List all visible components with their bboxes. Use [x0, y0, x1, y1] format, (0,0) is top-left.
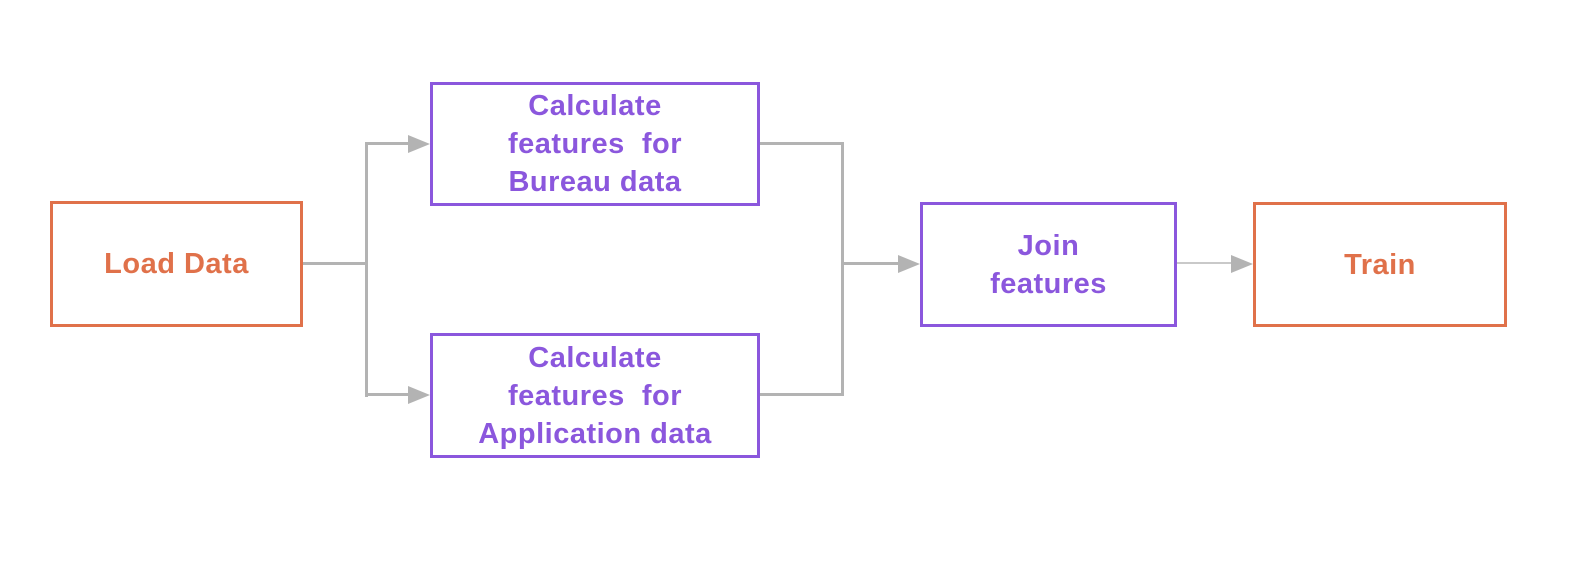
node-calculate-features-bureau-label: Calculate features for Bureau data [507, 90, 683, 198]
connector-to-join [841, 262, 901, 265]
arrowhead-icon [408, 135, 430, 153]
node-join-features: Join features [920, 202, 1177, 327]
connector-merge-vertical [841, 142, 844, 396]
arrowhead-icon [408, 386, 430, 404]
node-calculate-features-application: Calculate features for Application data [430, 333, 760, 458]
connector-application-stub [759, 393, 844, 396]
node-calculate-features-bureau: Calculate features for Bureau data [430, 82, 760, 206]
node-load-data: Load Data [50, 201, 303, 327]
connector-to-train [1175, 262, 1235, 264]
connector-load-data-stub [302, 262, 368, 265]
node-calculate-features-application-label: Calculate features for Application data [478, 341, 712, 450]
node-train-label: Train [1344, 248, 1416, 281]
arrowhead-icon [898, 255, 920, 273]
arrowhead-icon [1231, 255, 1253, 273]
connector-bureau-stub [759, 142, 844, 145]
connector-to-application [365, 393, 410, 396]
node-join-features-label: Join features [990, 229, 1107, 300]
connector-to-bureau [365, 142, 410, 145]
connector-split-vertical [365, 142, 368, 397]
node-load-data-label: Load Data [104, 248, 249, 280]
node-train: Train [1253, 202, 1507, 327]
